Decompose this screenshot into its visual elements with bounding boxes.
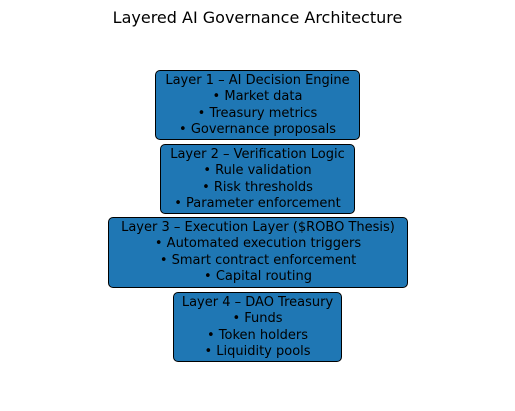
layer-3-item-2: • Smart contract enforcement [159,252,357,268]
layer-3-title: Layer 3 – Execution Layer ($ROBO Thesis) [121,220,395,235]
layer-2-box: Layer 2 – Verification Logic • Rule vali… [160,144,355,214]
layer-3-box: Layer 3 – Execution Layer ($ROBO Thesis)… [108,217,408,288]
layer-3-item-1: • Automated execution triggers [154,236,362,252]
layer-4-box: Layer 4 – DAO Treasury • Funds • Token h… [173,292,342,362]
layer-2-item-3: • Parameter enforcement [174,195,341,211]
diagram-title: Layered AI Governance Architecture [112,8,403,27]
layer-3-item-3: • Capital routing [204,268,312,284]
layer-2-item-1: • Rule validation [203,163,312,179]
layer-1-item-2: • Treasury metrics [197,105,318,121]
layer-2-title: Layer 2 – Verification Logic [170,147,345,162]
layer-2-item-2: • Risk thresholds [202,179,313,195]
layer-4-item-2: • Token holders [206,327,309,343]
layer-1-item-1: • Market data [212,89,303,105]
layer-1-item-3: • Governance proposals [179,121,336,137]
layer-1-title: Layer 1 – AI Decision Engine [165,73,350,88]
layer-4-title: Layer 4 – DAO Treasury [181,295,334,310]
layer-4-item-3: • Liquidity pools [204,343,311,359]
layer-1-box: Layer 1 – AI Decision Engine • Market da… [155,70,360,140]
layer-4-item-1: • Funds [232,311,283,327]
